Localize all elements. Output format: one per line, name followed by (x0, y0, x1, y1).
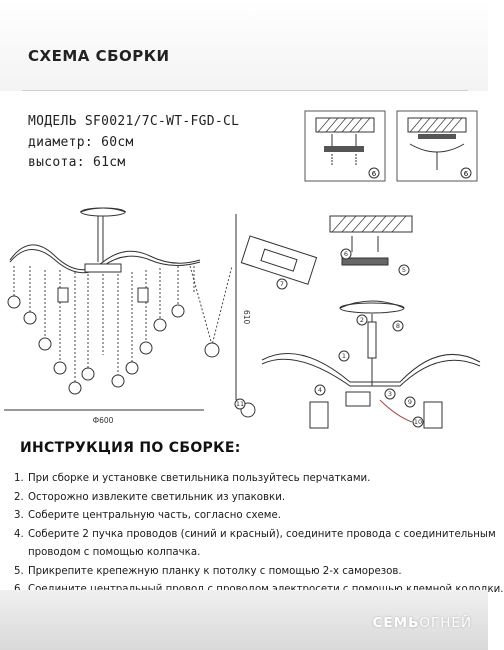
footer-band: СЕМЬОГНЕЙ (0, 590, 488, 650)
instruction-step: 4. Соберите 2 пучка проводов (синий и кра… (14, 526, 496, 545)
callout-1: 1 (338, 350, 350, 362)
height-spec: высота: 61см (28, 155, 126, 170)
instruction-step: 3. Соберите центральную часть, согласно с… (14, 507, 474, 526)
step-number: 6. (14, 581, 28, 600)
callout-numbers: 1 2 3 4 5 6 7 8 9 10 11 (234, 248, 424, 428)
brand-logo-bold: СЕМЬ (372, 615, 420, 631)
callout-10: 10 (412, 416, 424, 428)
svg-text:8: 8 (396, 322, 400, 330)
detail-number-2: 6 (464, 170, 469, 178)
step-number: 3. (14, 510, 24, 521)
callout-4: 4 (314, 384, 326, 396)
brand-logo-light: ОГНЕЙ (419, 615, 472, 631)
page-title: СХЕМА СБОРКИ (28, 47, 170, 65)
step-number: 2. (14, 491, 24, 503)
detail-number-1: 6 (372, 170, 377, 178)
svg-text:10: 10 (414, 418, 422, 426)
step-text: Осторожно извлеките светильник из упаков… (28, 491, 286, 503)
svg-text:5: 5 (402, 266, 406, 274)
step-text: Соедините центральный провод с проводом … (28, 584, 504, 595)
step-text: Соберите центральную часть, согласно схе… (28, 510, 281, 521)
callout-7: 7 (276, 278, 288, 290)
chandelier-drawing (4, 207, 233, 411)
diameter-spec: диаметр: 60см (28, 135, 134, 150)
callout-3: 3 (384, 388, 396, 400)
svg-text:1: 1 (342, 352, 346, 360)
step-number: 1. (14, 473, 24, 484)
svg-text:6: 6 (344, 250, 348, 258)
step-text: Прикрепите крепежную планку к потолку с … (28, 565, 402, 577)
step-number: 5. (14, 565, 24, 577)
exploded-assembly (240, 215, 481, 429)
callout-6: 6 (340, 248, 352, 260)
instruction-step: 6.Соедините центральный провод с проводо… (14, 581, 504, 600)
svg-text:4: 4 (318, 386, 322, 394)
header-divider (22, 90, 468, 91)
model-spec: МОДЕЛЬ SF0021/7C-WT-FGD-CL (28, 114, 240, 129)
callout-8: 8 (392, 320, 404, 332)
svg-text:11: 11 (236, 400, 244, 408)
step-number: 4. (14, 528, 24, 540)
step-text: При сборке и установке светильника польз… (28, 473, 371, 484)
instruction-step: 2. Осторожно извлеките светильник из упак… (14, 489, 474, 508)
instruction-step-continuation: проводом с помощью колпачка. (28, 547, 201, 558)
svg-text:9: 9 (408, 398, 412, 406)
width-dimension-label: Ф600 (93, 416, 114, 425)
svg-text:3: 3 (388, 390, 392, 398)
instructions-list: 1. При сборке и установке светильника пол… (14, 470, 504, 600)
detail-box-1: 6 (304, 110, 386, 182)
detail-box-2: 6 (396, 110, 478, 182)
height-dimension-label: 610 (242, 310, 251, 325)
assembly-diagram: Ф600 610 1 2 3 4 5 6 7 (4, 207, 481, 429)
header-band: СХЕМА СБОРКИ (0, 0, 488, 91)
callout-11: 11 (234, 398, 246, 410)
callout-9: 9 (404, 396, 416, 408)
instruction-step: 5. Прикрепите крепежную планку к потолку … (14, 563, 474, 582)
svg-text:7: 7 (280, 280, 284, 288)
instruction-step: 1. При сборке и установке светильника пол… (14, 470, 474, 489)
brand-logo: СЕМЬОГНЕЙ (373, 615, 473, 631)
instructions-title: ИНСТРУКЦИЯ ПО СБОРКЕ: (20, 440, 241, 456)
callout-5: 5 (398, 264, 410, 276)
svg-text:2: 2 (360, 316, 364, 324)
callout-2: 2 (356, 314, 368, 326)
step-text: Соберите 2 пучка проводов (синий и красн… (28, 528, 496, 540)
